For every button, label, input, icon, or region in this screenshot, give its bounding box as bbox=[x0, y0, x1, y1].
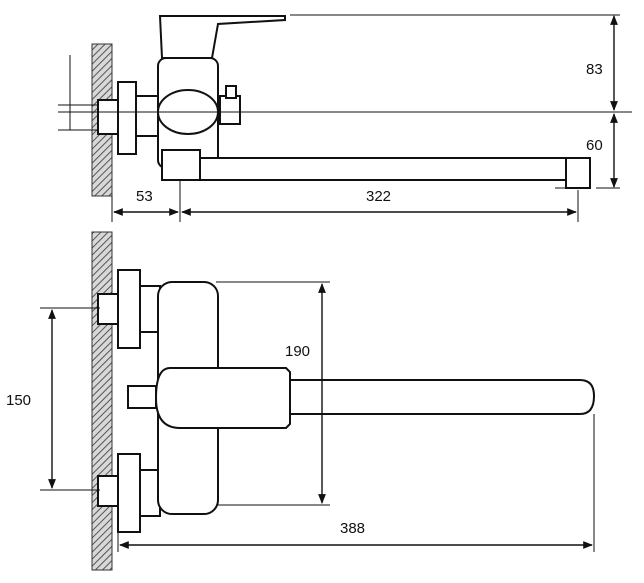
spout-side bbox=[167, 157, 584, 181]
dim-label-388: 388 bbox=[340, 520, 365, 537]
spout-plan bbox=[279, 379, 596, 415]
dim-label-60: 60 bbox=[586, 137, 603, 154]
dim-label-83: 83 bbox=[586, 61, 603, 78]
aerator-side bbox=[565, 157, 591, 189]
plan-view: 190 150 388 bbox=[6, 231, 596, 571]
dim-label-190: 190 bbox=[285, 343, 310, 360]
eccentric-upper bbox=[97, 293, 119, 325]
lever-handle-plan bbox=[154, 367, 291, 429]
eccentric-lower bbox=[97, 475, 119, 507]
diverter-plan bbox=[127, 385, 157, 409]
flange-top bbox=[117, 81, 137, 155]
dim-label-53: 53 bbox=[136, 188, 153, 205]
dim-label-322: 322 bbox=[366, 188, 391, 205]
side-view: 83 60 53 322 bbox=[58, 14, 632, 222]
dim-label-150: 150 bbox=[6, 392, 31, 409]
lever-handle-side bbox=[158, 15, 286, 59]
eccentric-nut-top bbox=[97, 99, 119, 135]
wall-hatch-bottom bbox=[91, 231, 113, 571]
diverter-knob bbox=[219, 95, 241, 125]
